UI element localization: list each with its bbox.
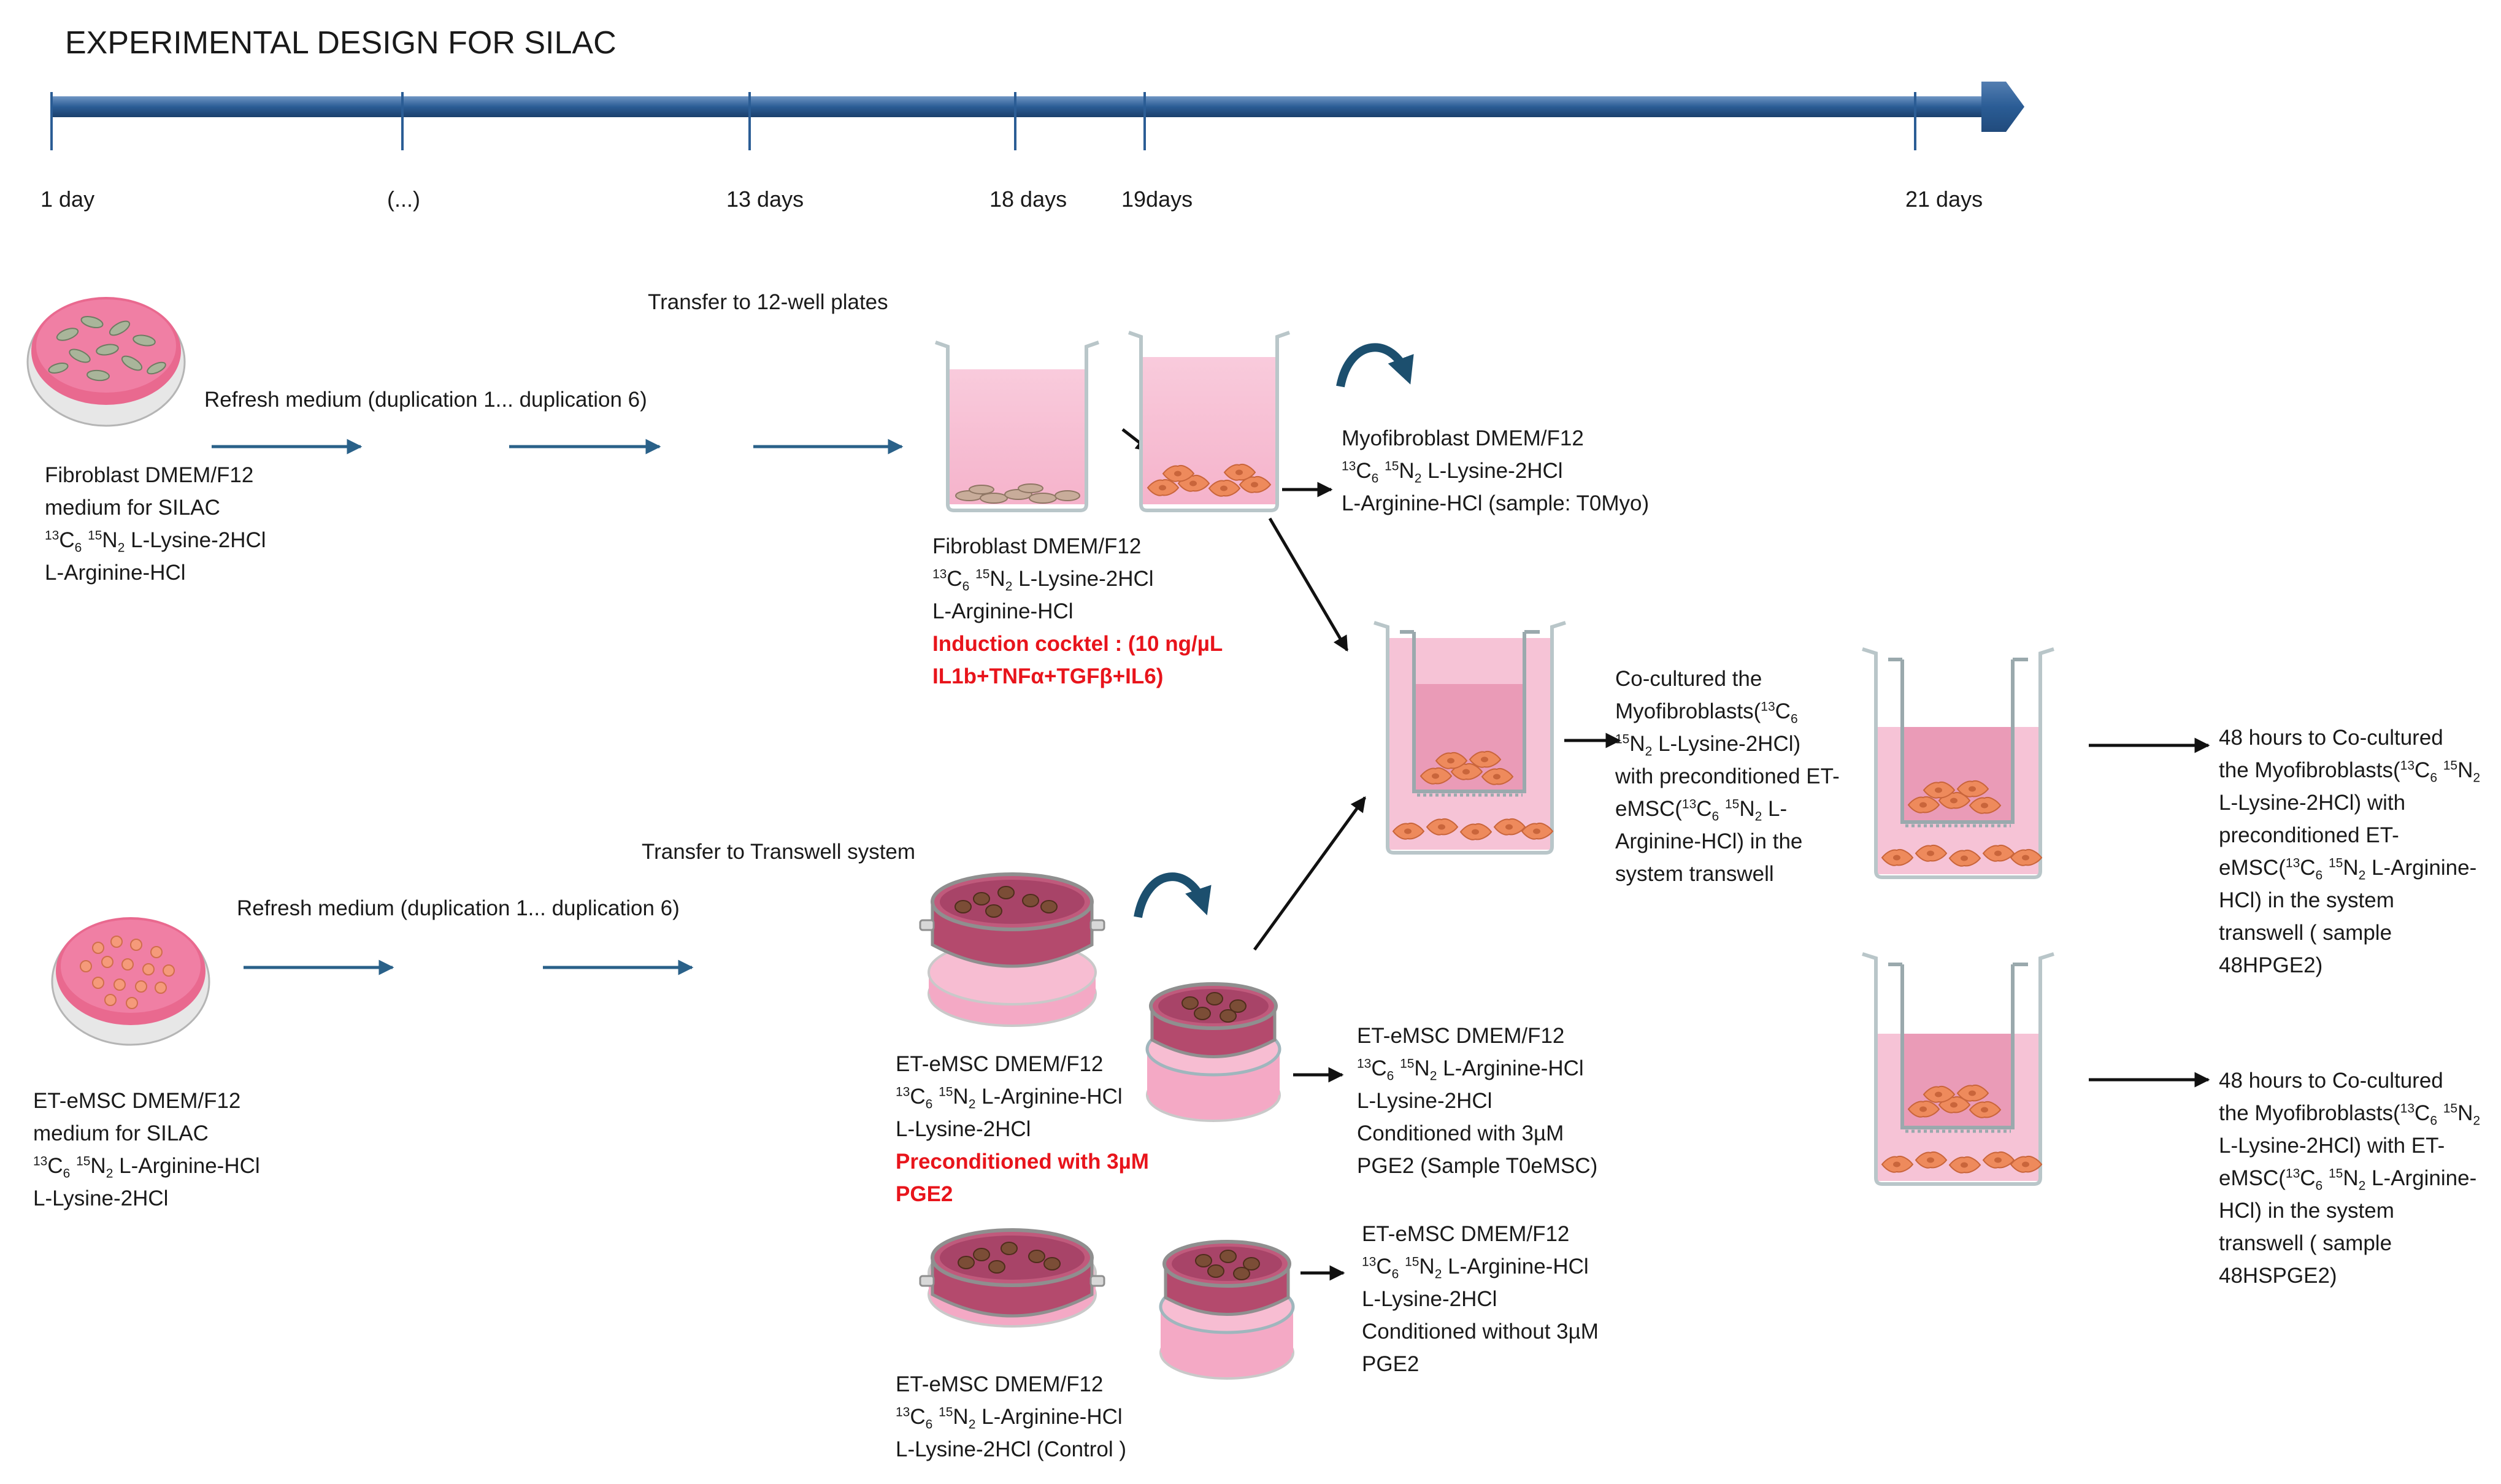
insert-preconditioned-pge2 (919, 872, 1105, 1027)
coculture-description: Co-cultured the Myofibroblasts(13C6 15N2… (1615, 667, 1840, 886)
fibroblast-induction-medium: Fibroblast DMEM/F12 13C6 15N2 L-Lysine-2… (932, 530, 1223, 693)
myofibroblast-sample-medium: Myofibroblast DMEM/F12 13C6 15N2 L-Lysin… (1342, 426, 1650, 515)
well-myofibroblast (1128, 331, 1290, 512)
emsc-conditioned-without-medium: ET-eMSC DMEM/F12 13C6 15N2 L-Arginine-HC… (1362, 1222, 1599, 1376)
emsc-preconditioned-medium: ET-eMSC DMEM/F12 13C6 15N2 L-Arginine-HC… (896, 1048, 1149, 1210)
emsc-control-medium: ET-eMSC DMEM/F12 13C6 15N2 L-Arginine-HC… (896, 1372, 1127, 1461)
transwell-48h-spge2 (1862, 952, 2054, 1186)
preconditioned-pge2-label: Preconditioned with 3µM (896, 1150, 1149, 1174)
process-arrows (1121, 428, 2210, 1281)
curved-arrow-transfer-icon (1134, 872, 1212, 918)
isotope-label: 13C6 15N2 L-Lysine-2HCl (1342, 459, 1563, 486)
timeline-tick-label: (...) (387, 186, 420, 212)
curved-arrow-flip-icon (1336, 343, 1414, 388)
preconditioned-pge2-label: PGE2 (896, 1182, 953, 1206)
well-fibroblast-induction (935, 340, 1099, 512)
result-48h-spge2: 48 hours to Co-cultured the Myofibroblas… (2219, 1069, 2481, 1288)
timeline-tick-label: 1 day (40, 186, 95, 212)
induction-cocktail-label: Induction cocktel : (10 ng/µL (932, 632, 1223, 656)
transwell-coculture (1373, 621, 1566, 855)
insert-conditioned-without (1159, 1240, 1295, 1380)
fibroblast-start-medium: Fibroblast DMEM/F12 medium for SILAC 13C… (45, 463, 266, 585)
transwell-48h-pge2 (1862, 647, 2054, 879)
emsc-conditioned-with-medium: ET-eMSC DMEM/F12 13C6 15N2 L-Arginine-HC… (1357, 1024, 1598, 1178)
diagram-title: EXPERIMENTAL DESIGN FOR SILAC (65, 25, 617, 61)
timeline-tick-label: 13 days (726, 186, 804, 212)
emsc-start-medium: ET-eMSC DMEM/F12 medium for SILAC 13C6 1… (33, 1089, 260, 1210)
isotope-label: 13C6 15N2 L-Arginine-HCl (1362, 1255, 1589, 1282)
emsc-petri-dish (51, 917, 210, 1046)
isotope-label: 13C6 15N2 L-Lysine-2HCl (932, 567, 1154, 594)
timeline-tick-label: 21 days (1905, 186, 1983, 212)
transfer-12-well-label: Transfer to 12-well plates (648, 290, 888, 314)
result-48h-pge2: 48 hours to Co-cultured the Myofibroblas… (2219, 726, 2481, 977)
isotope-label: 13C6 15N2 L-Arginine-HCl (33, 1154, 260, 1181)
isotope-label: 13C6 15N2 L-Arginine-HCl (896, 1405, 1123, 1432)
timeline-arrow (50, 82, 2024, 150)
refresh-medium-fibroblast-label: Refresh medium (duplication 1... duplica… (204, 388, 647, 412)
refresh-medium-emsc-label: Refresh medium (duplication 1... duplica… (237, 896, 680, 920)
induction-cocktail-label: IL1b+TNFα+TGFβ+IL6) (932, 664, 1164, 688)
isotope-label: 13C6 15N2 L-Arginine-HCl (1357, 1056, 1584, 1083)
isotope-label: 13C6 15N2 L-Arginine-HCl (896, 1085, 1123, 1112)
isotope-label: 13C6 15N2 L-Lysine-2HCl (45, 528, 266, 555)
insert-conditioned-with (1145, 982, 1281, 1122)
insert-control (919, 1228, 1105, 1328)
timeline-tick-label: 19days (1121, 186, 1193, 212)
timeline-tick-label: 18 days (989, 186, 1067, 212)
fibroblast-petri-dish (26, 297, 186, 427)
transfer-transwell-label: Transfer to Transwell system (642, 840, 916, 864)
